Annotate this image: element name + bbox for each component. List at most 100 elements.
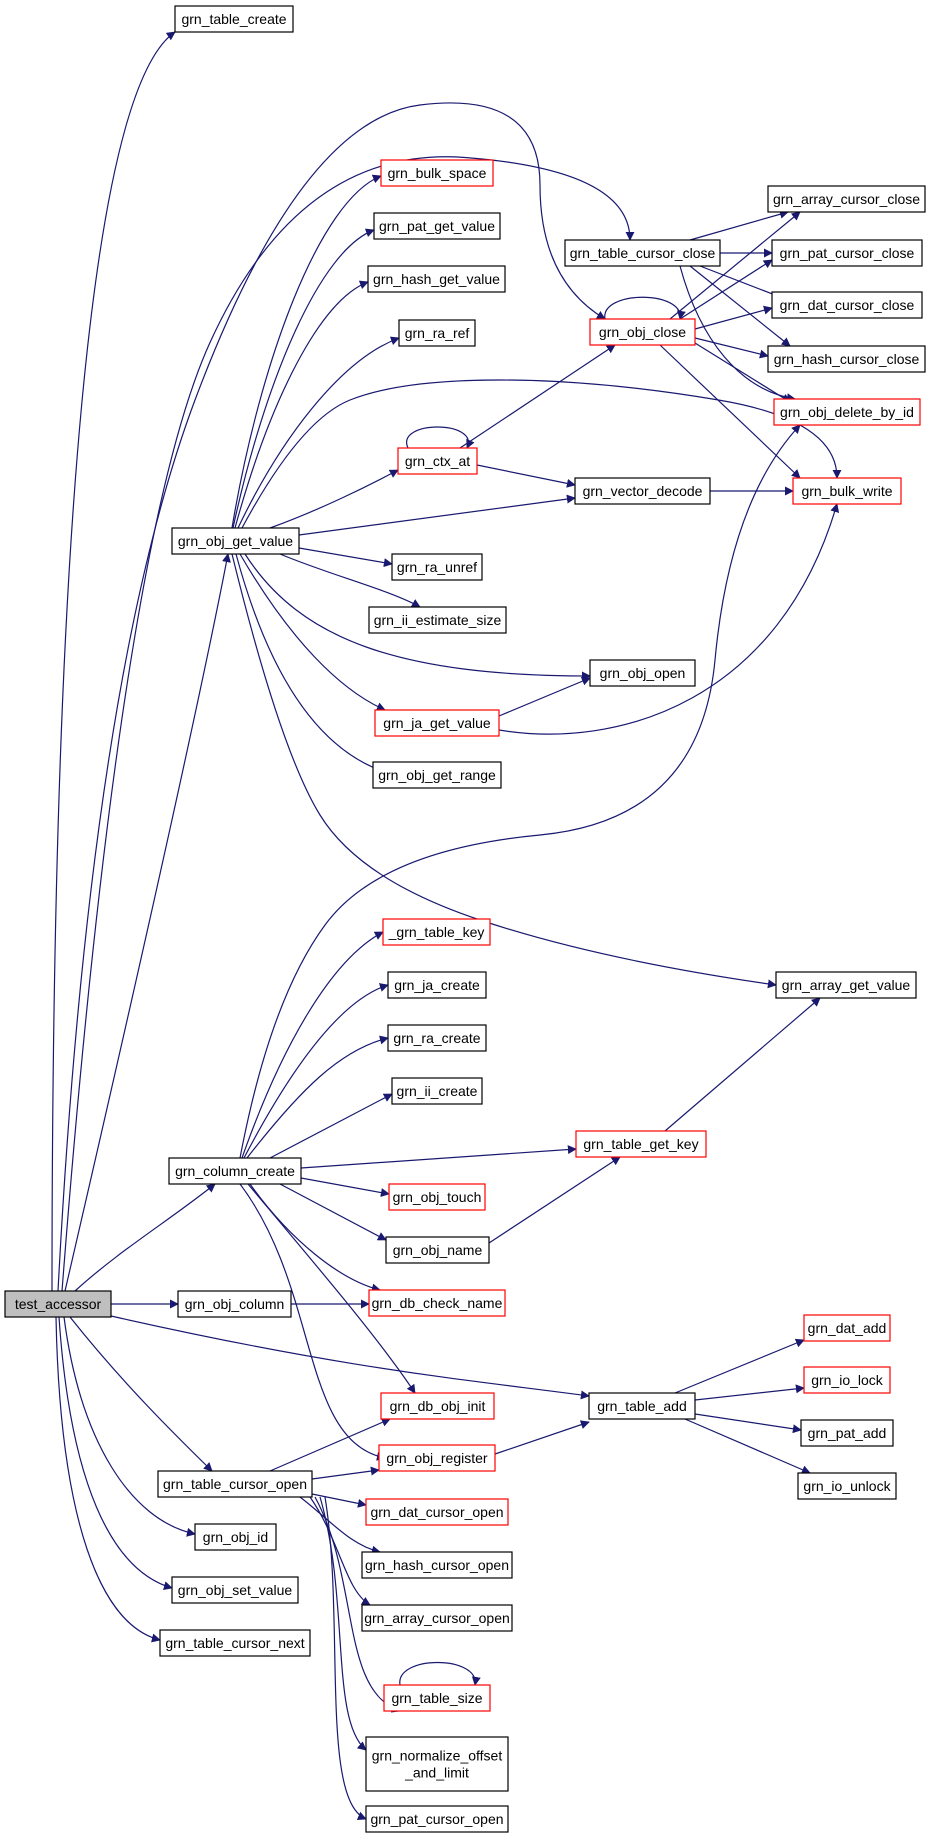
node-label: grn_array_cursor_open [364, 1610, 510, 1626]
edge-grn_obj_close-to-grn_array_cursor_close [669, 211, 801, 320]
node-label: grn_table_cursor_next [165, 1635, 304, 1651]
edge-test_accessor-to-grn_table_create [51, 31, 176, 1292]
node-box [380, 159, 494, 187]
node-label: grn_ii_estimate_size [374, 612, 502, 628]
edge-grn_table_cursor_close-to-grn_hash_cursor_close [689, 265, 791, 347]
node-grn-pat-cursor-open[interactable]: grn_pat_cursor_open [365, 1805, 509, 1833]
edge-grn_ctx_at-to-grn_ctx_at [406, 426, 475, 449]
edge-grn_column_create-to-grn_db_obj_init [247, 1183, 416, 1394]
edge-grn_obj_get_value-to-grn_bulk_space [231, 174, 382, 529]
node-grn-table-size[interactable]: grn_table_size [383, 1684, 491, 1712]
edge-grn_table_cursor_close-to-grn_obj_delete_by_id [679, 265, 796, 403]
node-grn-io-unlock[interactable]: grn_io_unlock [797, 1472, 897, 1500]
node-box [803, 1366, 891, 1394]
node-test-accessor[interactable]: test_accessor [4, 1290, 112, 1318]
node-grn-ra-create[interactable]: grn_ra_create [387, 1024, 487, 1052]
node-grn-table-cursor-open[interactable]: grn_table_cursor_open [157, 1470, 313, 1498]
node-label: grn_table_get_key [583, 1136, 698, 1152]
node-grn-table-cursor-next[interactable]: grn_table_cursor_next [159, 1629, 311, 1657]
node-grn-pat-add[interactable]: grn_pat_add [800, 1419, 894, 1447]
node-grn-obj-set-value[interactable]: grn_obj_set_value [171, 1576, 299, 1604]
node-box [380, 1392, 495, 1420]
node-label: grn_table_create [181, 11, 286, 27]
edge-test_accessor-to-grn_table_add [110, 1315, 590, 1400]
node-grn-table-cursor-close[interactable]: grn_table_cursor_close [564, 239, 721, 267]
node-grn-obj-register[interactable]: grn_obj_register [378, 1444, 496, 1472]
node-label: grn_obj_touch [393, 1189, 482, 1205]
node-grn-db-obj-init[interactable]: grn_db_obj_init [380, 1392, 495, 1420]
edge-grn_column_create-to-grn_ii_create [269, 1093, 393, 1159]
node-label: grn_io_unlock [803, 1478, 891, 1494]
node-grn-normalize-offset-and-limit[interactable]: grn_normalize_offset_and_limit [365, 1736, 509, 1792]
node-grn-dat-cursor-open[interactable]: grn_dat_cursor_open [365, 1498, 509, 1526]
node-label: grn_obj_get_range [378, 767, 496, 783]
node-grn-obj-get-value[interactable]: grn_obj_get_value [171, 527, 300, 555]
node-label: grn_array_get_value [782, 977, 911, 993]
node-grn-column-create[interactable]: grn_column_create [168, 1157, 302, 1185]
node-grn-ra-unref[interactable]: grn_ra_unref [391, 553, 483, 581]
node-label: grn_obj_id [203, 1529, 268, 1545]
node-box [378, 1444, 496, 1472]
node-grn-io-lock[interactable]: grn_io_lock [803, 1366, 891, 1394]
node-box [797, 1472, 897, 1500]
edge-grn_table_add-to-grn_dat_add [674, 1338, 805, 1394]
node-grn-hash-cursor-close[interactable]: grn_hash_cursor_close [767, 345, 926, 373]
node-grn-obj-touch[interactable]: grn_obj_touch [388, 1183, 486, 1211]
node-label: grn_pat_cursor_open [370, 1811, 503, 1827]
edge-grn_obj_get_value-to-grn_ra_ref [237, 336, 400, 529]
node-box [367, 265, 506, 293]
node-grn-pat-cursor-close[interactable]: grn_pat_cursor_close [771, 239, 923, 267]
node-grn-obj-id[interactable]: grn_obj_id [194, 1523, 277, 1551]
node-grn-hash-cursor-open[interactable]: grn_hash_cursor_open [361, 1551, 513, 1579]
node-grn-hash-get-value[interactable]: grn_hash_get_value [367, 265, 506, 293]
edge-grn_obj_get_value-to-grn_array_get_value [231, 553, 777, 989]
node-grn-ja-get-value[interactable]: grn_ja_get_value [374, 709, 500, 737]
node-grn-array-cursor-open[interactable]: grn_array_cursor_open [361, 1604, 513, 1632]
node-grn-dat-cursor-close[interactable]: grn_dat_cursor_close [771, 291, 923, 319]
node-grn-table-add[interactable]: grn_table_add [588, 1392, 696, 1420]
node-grn-ii-estimate-size[interactable]: grn_ii_estimate_size [368, 606, 507, 634]
node-grn-ii-create[interactable]: grn_ii_create [391, 1077, 483, 1105]
edge-grn_table_add-to-grn_pat_add [694, 1413, 802, 1434]
node-grn-array-get-value[interactable]: grn_array_get_value [775, 971, 917, 999]
edge-grn_obj_register-to-grn_table_add [494, 1420, 590, 1455]
edge-grn_obj_get_value-to-grn_pat_get_value [232, 228, 375, 529]
node--grn-table-key[interactable]: _grn_table_key [382, 918, 491, 946]
node-grn-ctx-at[interactable]: grn_ctx_at [397, 447, 478, 475]
node-label: grn_io_lock [811, 1372, 884, 1388]
node-grn-bulk-write[interactable]: grn_bulk_write [792, 477, 902, 505]
node-grn-obj-open[interactable]: grn_obj_open [589, 659, 696, 687]
node-grn-db-check-name[interactable]: grn_db_check_name [368, 1289, 506, 1317]
node-label: grn_table_cursor_close [570, 245, 716, 261]
node-box [361, 1551, 513, 1579]
node-grn-dat-add[interactable]: grn_dat_add [803, 1314, 891, 1342]
node-label: grn_obj_column [185, 1296, 285, 1312]
node-grn-obj-column[interactable]: grn_obj_column [177, 1290, 292, 1318]
node-grn-pat-get-value[interactable]: grn_pat_get_value [373, 212, 501, 240]
node-grn-array-cursor-close[interactable]: grn_array_cursor_close [767, 185, 926, 213]
edge-grn_obj_get_value-to-grn_obj_open [244, 553, 591, 681]
node-label: grn_vector_decode [583, 483, 703, 499]
node-box [397, 447, 478, 475]
node-grn-obj-get-range[interactable]: grn_obj_get_range [372, 761, 502, 789]
node-box [368, 606, 507, 634]
edge-grn_obj_get_value-to-grn_ra_unref [298, 547, 393, 568]
node-grn-obj-name[interactable]: grn_obj_name [385, 1236, 490, 1264]
node-grn-table-get-key[interactable]: grn_table_get_key [575, 1130, 707, 1158]
node-grn-table-create[interactable]: grn_table_create [174, 5, 294, 33]
edge-grn_ctx_at-to-grn_vector_decode [476, 464, 576, 488]
node-grn-bulk-space[interactable]: grn_bulk_space [380, 159, 494, 187]
node-label: grn_array_cursor_close [773, 191, 920, 207]
edge-grn_ja_get_value-to-grn_obj_open [498, 676, 591, 717]
node-grn-ra-ref[interactable]: grn_ra_ref [398, 319, 476, 347]
node-grn-obj-delete-by-id[interactable]: grn_obj_delete_by_id [773, 398, 921, 426]
node-box [775, 971, 917, 999]
node-grn-ja-create[interactable]: grn_ja_create [387, 971, 487, 999]
node-label: grn_obj_set_value [178, 1582, 293, 1598]
node-grn-vector-decode[interactable]: grn_vector_decode [574, 477, 711, 505]
node-box [800, 1419, 894, 1447]
node-grn-obj-close[interactable]: grn_obj_close [589, 318, 696, 346]
node-box [171, 527, 300, 555]
node-box [159, 1629, 311, 1657]
